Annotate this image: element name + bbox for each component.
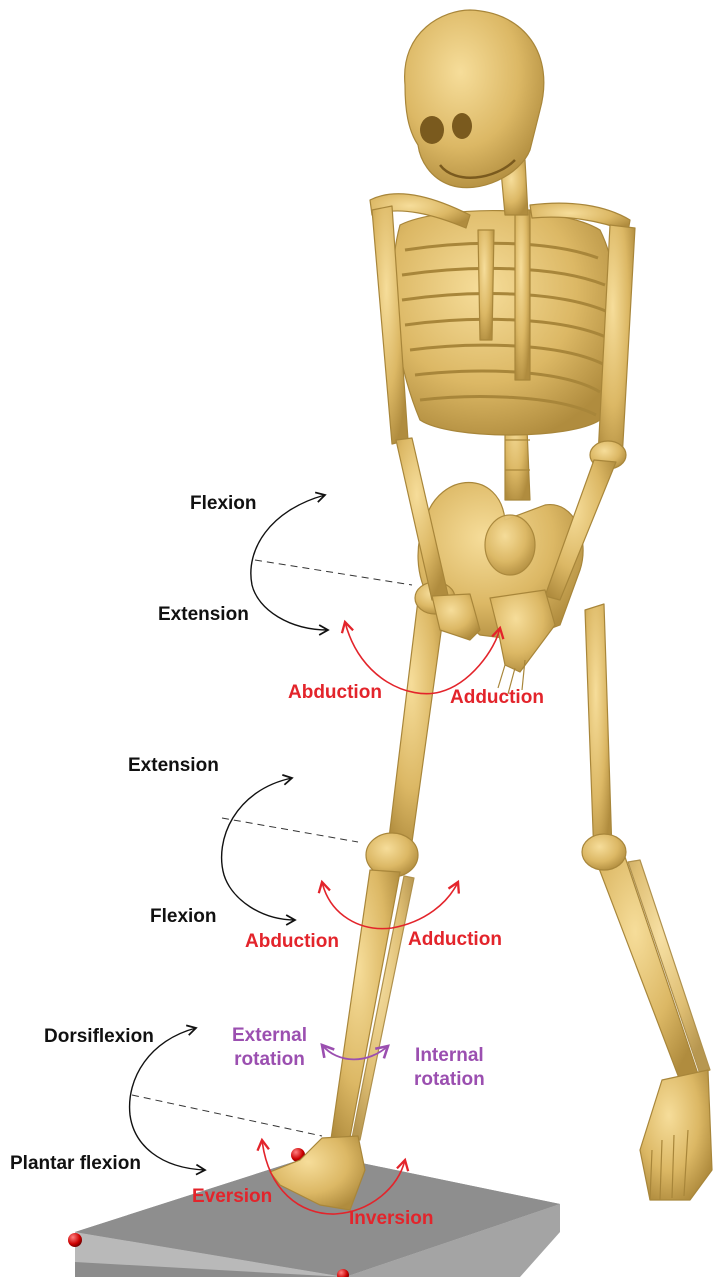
- skull: [405, 10, 544, 188]
- back-knee: [582, 834, 626, 870]
- knee-adduction-label: Adduction: [408, 930, 502, 949]
- sternum: [478, 230, 494, 340]
- hip-extension-label: Extension: [158, 605, 249, 624]
- knee-flexion-label: Flexion: [150, 907, 217, 926]
- ankle-internal-rotation-label: Internal rotation: [414, 1044, 485, 1092]
- hip-flexion-extension-arrow: [251, 495, 328, 630]
- thoracic-spine: [515, 210, 530, 380]
- knee-abduction-label: Abduction: [245, 932, 339, 951]
- knee-annotations: [222, 778, 458, 929]
- ankle-inversion-label: Inversion: [349, 1209, 433, 1228]
- front-femur: [388, 596, 446, 846]
- back-femur: [585, 604, 612, 858]
- right-eye-socket: [452, 113, 472, 139]
- skeleton: [270, 10, 712, 1210]
- marker-ball-left: [68, 1233, 82, 1247]
- hip-abduction-label: Abduction: [288, 683, 382, 702]
- hip-adduction-label: Adduction: [450, 688, 544, 707]
- ankle-dorsi-plantar-arrow: [130, 1028, 205, 1170]
- internal-rotation-line2: rotation: [414, 1068, 485, 1092]
- ankle-external-rotation-label: External rotation: [232, 1024, 307, 1072]
- external-rotation-line2: rotation: [232, 1048, 307, 1072]
- external-rotation-line1: External: [232, 1024, 307, 1048]
- knee-extension-label: Extension: [128, 756, 219, 775]
- hip-flexion-label: Flexion: [190, 494, 257, 513]
- internal-rotation-line1: Internal: [414, 1044, 485, 1068]
- left-eye-socket: [420, 116, 444, 144]
- knee-extension-flexion-arrow: [222, 778, 295, 920]
- ankle-plantar-flexion-label: Plantar flexion: [10, 1154, 141, 1173]
- ankle-dorsiflexion-label: Dorsiflexion: [44, 1027, 154, 1046]
- sacrum: [485, 515, 535, 575]
- ankle-eversion-label: Eversion: [192, 1187, 272, 1206]
